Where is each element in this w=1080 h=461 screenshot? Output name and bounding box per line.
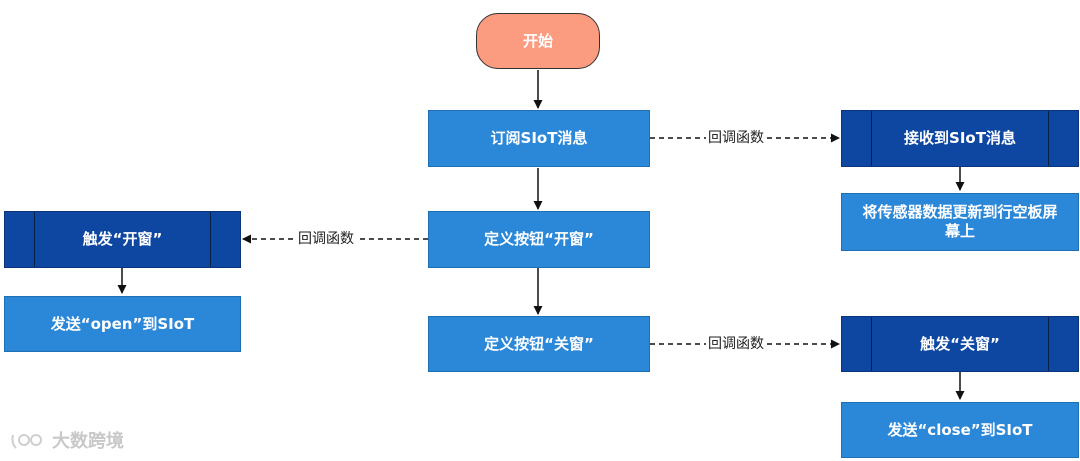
callback-label-2: 回调函数 — [296, 230, 356, 248]
subscribe-label: 订阅SIoT消息 — [490, 129, 588, 147]
send-open-label: 发送“open”到SIoT — [50, 314, 195, 333]
receive-node: 接收到SIoT消息 — [841, 110, 1079, 167]
subprocess-bar-right — [1048, 317, 1049, 371]
define-close-node: 定义按钮“关窗” — [428, 316, 650, 372]
trigger-close-label: 触发“关窗” — [920, 334, 1000, 353]
watermark: 大数跨境 — [10, 427, 124, 453]
define-open-label: 定义按钮“开窗” — [484, 230, 594, 248]
callback-label-3: 回调函数 — [706, 335, 766, 353]
callback-label-1: 回调函数 — [706, 129, 766, 147]
subprocess-bar-right — [1048, 111, 1049, 166]
subprocess-bar-right — [210, 212, 211, 267]
update-screen-label: 将传感器数据更新到行空板屏幕上 — [862, 203, 1058, 240]
watermark-logo-icon — [11, 434, 42, 449]
watermark-text: 大数跨境 — [52, 431, 124, 452]
subprocess-bar-left — [871, 111, 872, 166]
define-open-node: 定义按钮“开窗” — [428, 211, 650, 268]
subscribe-node: 订阅SIoT消息 — [428, 110, 650, 167]
trigger-open-node: 触发“开窗” — [4, 211, 241, 268]
start-node: 开始 — [476, 13, 600, 69]
update-screen-node: 将传感器数据更新到行空板屏幕上 — [841, 193, 1079, 251]
trigger-close-node: 触发“关窗” — [841, 316, 1079, 372]
receive-label: 接收到SIoT消息 — [904, 129, 1016, 147]
send-close-label: 发送“close”到SIoT — [887, 420, 1033, 439]
define-close-label: 定义按钮“关窗” — [484, 334, 594, 353]
start-label: 开始 — [522, 31, 553, 50]
trigger-open-label: 触发“开窗” — [82, 230, 163, 248]
subprocess-bar-left — [871, 317, 872, 371]
subprocess-bar-left — [34, 212, 35, 267]
send-close-node: 发送“close”到SIoT — [841, 402, 1079, 458]
send-open-node: 发送“open”到SIoT — [4, 296, 241, 352]
